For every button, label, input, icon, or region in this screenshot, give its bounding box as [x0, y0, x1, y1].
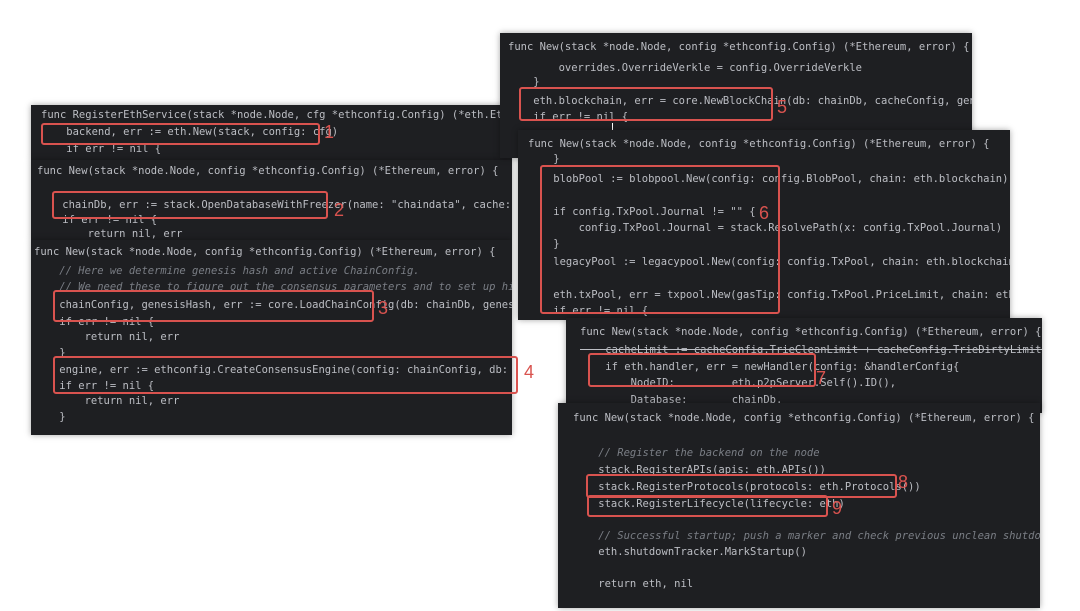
code-line: return nil, err [34, 331, 180, 343]
code-line: stack.RegisterLifecycle(lifecycle: eth) [573, 498, 845, 510]
code-comment: // Register the backend on the node [573, 447, 820, 459]
annotation-number: 5 [777, 97, 788, 117]
annotation-number: 9 [832, 498, 843, 518]
code-line: if err != nil { [34, 316, 155, 328]
annotation-box-6 [540, 165, 780, 314]
annotation-box-5 [519, 87, 773, 121]
annotation-box-9 [587, 495, 828, 517]
annotation-number: 8 [898, 472, 909, 492]
code-line: chainConfig, genesisHash, err := core.Lo… [59, 299, 512, 311]
annotation-box-7 [588, 353, 816, 387]
code-line: if err != nil { [41, 143, 162, 155]
code-line: chainDb, err := stack.OpenDatabaseWithFr… [62, 199, 512, 211]
code-line: } [34, 411, 66, 423]
code-line: legacyPool := legacypool.New(config: con… [528, 256, 1010, 268]
code-line: if config.TxPool.Journal != "" { [528, 206, 756, 218]
annotation-box-8 [586, 474, 897, 498]
code-line: func New(stack *node.Node, config *ethco… [34, 246, 496, 258]
annotation-box-3 [53, 290, 374, 322]
annotation-number: 4 [524, 362, 535, 382]
code-panel-load-chain-config: func New(stack *node.Node, config *ethco… [31, 240, 512, 435]
code-panel-register-eth-service: func RegisterEthService(stack *node.Node… [31, 105, 512, 160]
code-line: overrides.OverrideVerkle = config.Overri… [508, 62, 863, 74]
code-line: eth.blockchain, err = core.NewBlockChain… [508, 95, 972, 107]
code-panel-new-handler: func New(stack *node.Node, config *ethco… [566, 318, 1042, 413]
code-line: func New(stack *node.Node, config *ethco… [580, 326, 1042, 338]
code-line: func New(stack *node.Node, config *ethco… [37, 165, 499, 177]
code-line: if err != nil { [528, 305, 649, 317]
annotation-number: 3 [378, 298, 389, 318]
code-comment: // Successful startup; push a marker and… [573, 530, 1040, 542]
code-line: return eth, nil [573, 578, 694, 590]
code-line: func RegisterEthService(stack *node.Node… [41, 109, 512, 121]
code-line: stack.RegisterAPIs(apis: eth.APIs()) [573, 464, 826, 476]
code-panel-open-database: func New(stack *node.Node, config *ethco… [31, 160, 512, 240]
code-line: } [528, 153, 560, 165]
code-panel-register-protocols: func New(stack *node.Node, config *ethco… [558, 403, 1040, 608]
text-cursor [612, 123, 613, 135]
code-line: } [528, 238, 560, 250]
code-line: } [508, 76, 540, 88]
annotation-box-1 [41, 123, 320, 145]
annotation-number: 1 [324, 122, 335, 142]
code-line: engine, err := ethconfig.CreateConsensus… [34, 364, 512, 376]
code-line: config.TxPool.Journal = stack.ResolvePat… [528, 222, 1003, 234]
code-line: blobPool := blobpool.New(config: config.… [528, 173, 1009, 185]
annotation-number: 7 [816, 368, 827, 388]
code-line: return nil, err [34, 395, 180, 407]
code-line: eth.shutdownTracker.MarkStartup() [573, 546, 807, 558]
code-line: } [34, 347, 66, 359]
annotation-box-4 [53, 356, 518, 394]
code-line: if err != nil { [34, 380, 155, 392]
code-line: if eth.handler, err = newHandler(config:… [580, 361, 960, 373]
code-line: return nil, err [37, 228, 183, 240]
annotation-number: 2 [334, 200, 345, 220]
code-comment: // Here we determine genesis hash and ac… [34, 265, 420, 277]
code-line: func New(stack *node.Node, config *ethco… [573, 412, 1035, 424]
code-panel-txpool: func New(stack *node.Node, config *ethco… [518, 130, 1010, 320]
code-line: eth.txPool, err = txpool.New(gasTip: con… [553, 289, 1010, 301]
code-line: func New(stack *node.Node, config *ethco… [508, 41, 970, 53]
code-line: func New(stack *node.Node, config *ethco… [528, 138, 990, 150]
annotation-box-2 [52, 191, 328, 219]
annotation-number: 6 [759, 203, 770, 223]
